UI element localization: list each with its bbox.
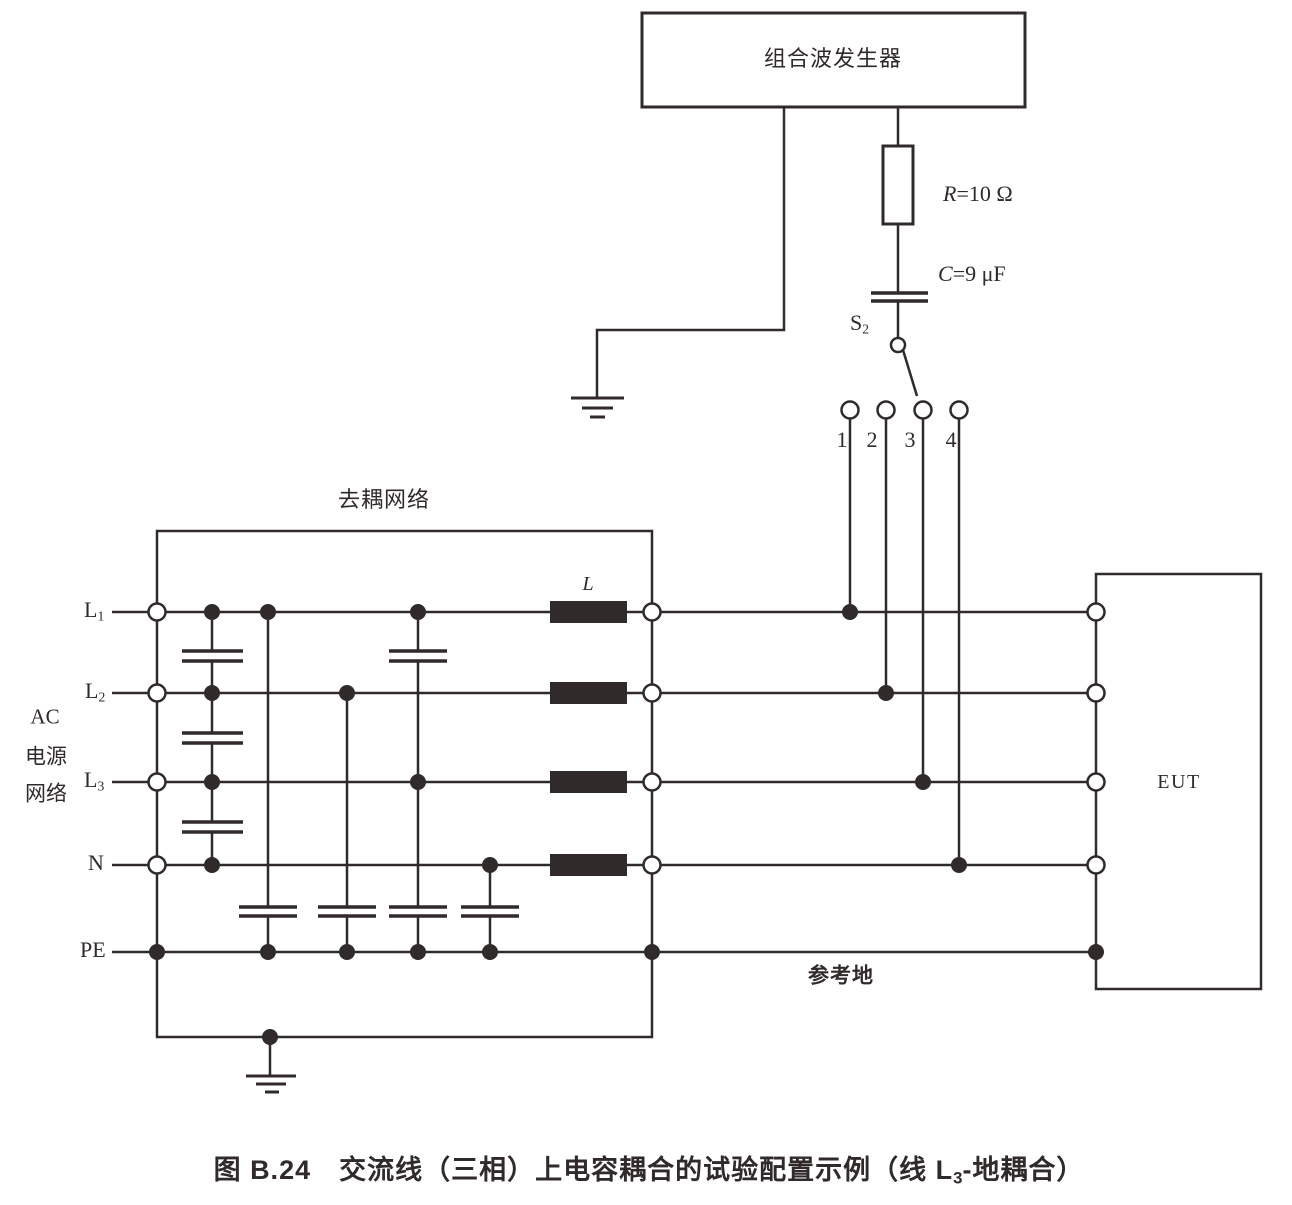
port-left-n: [147, 855, 167, 875]
generator-ground-symbol: [571, 396, 624, 419]
switch-sub: 2: [862, 321, 870, 337]
line-label-pe: PE: [80, 936, 106, 962]
inductor-l1: [550, 601, 627, 623]
resistor-r: [881, 144, 915, 226]
cap-c-pe: [318, 905, 376, 918]
figure-caption: 图 B.24 交流线（三相）上电容耦合的试验配置示例（线 L3-地耦合）: [213, 1154, 1085, 1188]
port-eut-l2: [1086, 683, 1106, 703]
caption-figure: 图 B.24: [213, 1154, 312, 1185]
terminal-label-1: 1: [836, 427, 848, 452]
ac-source-line3: 网络: [25, 781, 67, 806]
eut-label: EUT: [1157, 771, 1201, 793]
cap-e-pe: [461, 905, 519, 918]
switch-label: S2: [850, 309, 870, 337]
terminal-label-4: 4: [945, 427, 957, 452]
inductors: [550, 601, 627, 876]
wires: [112, 107, 1096, 1076]
switch-base: S: [850, 309, 863, 335]
switch-pivot: [889, 336, 907, 354]
generator-label: 组合波发生器: [763, 46, 903, 71]
decoupling-network-label: 去耦网络: [337, 487, 431, 512]
caption-line-sub: 3: [953, 1168, 963, 1188]
inductor-l2: [550, 682, 627, 704]
capacitor-plates: [182, 291, 928, 918]
port-eut-l1: [1086, 602, 1106, 622]
switch-arm: [901, 349, 919, 397]
port-left-l3: [147, 772, 167, 792]
ground-symbols: [246, 396, 624, 1094]
inductor-l3: [550, 771, 627, 793]
cap-l1-column-d: [389, 649, 447, 663]
port-right-l1: [642, 602, 662, 622]
resistor-label: R=10 Ω: [943, 183, 1013, 205]
inductor-label: L: [582, 573, 594, 595]
terminal-label-2: 2: [866, 427, 878, 452]
decoupling-ground-symbol: [246, 1074, 296, 1094]
terminal-4: [949, 400, 969, 420]
terminal-3: [913, 400, 933, 420]
cap-l2-l3: [182, 731, 243, 745]
port-right-l3: [642, 772, 662, 792]
terminal-2: [876, 400, 896, 420]
port-left-l2: [147, 683, 167, 703]
coupling-capacitor-c: [871, 291, 928, 303]
inductor-n: [550, 854, 627, 876]
port-right-n: [642, 855, 662, 875]
resistor-symbol: R: [943, 181, 957, 206]
cap-b-pe: [239, 905, 297, 918]
cap-l3-n: [182, 820, 243, 834]
ac-source-line1: AC: [30, 704, 60, 729]
line-label-l1: L1: [84, 596, 105, 624]
cap-l1-l2: [182, 649, 243, 663]
reference-ground-label: 参考地: [808, 964, 874, 988]
port-left-l1: [147, 602, 167, 622]
capacitor-value: =9 μF: [952, 261, 1006, 286]
capacitor-symbol: C: [938, 261, 953, 286]
caption-text-before: 交流线（三相）上电容耦合的试验配置示例（线: [339, 1154, 936, 1185]
caption-line-symbol: L: [935, 1154, 954, 1185]
ac-source-line2: 电源: [25, 744, 67, 769]
terminal-1: [840, 400, 860, 420]
capacitor-label: C=9 μF: [938, 263, 1006, 285]
port-eut-n: [1086, 855, 1106, 875]
terminal-label-3: 3: [904, 427, 916, 452]
generator-ground-wire: [595, 107, 786, 397]
generator-box: [640, 11, 1027, 109]
port-right-l2: [642, 683, 662, 703]
cap-d-pe: [389, 905, 447, 918]
node-circles: [147, 336, 1106, 875]
caption-text-after: -地耦合）: [962, 1154, 1085, 1185]
junction-dots: [149, 604, 1104, 1045]
line-label-l2: L2: [85, 677, 106, 705]
line-label-n: N: [88, 849, 104, 875]
line-label-l3: L3: [84, 766, 105, 794]
resistor-value: =10 Ω: [956, 181, 1013, 206]
port-eut-l3: [1086, 772, 1106, 792]
